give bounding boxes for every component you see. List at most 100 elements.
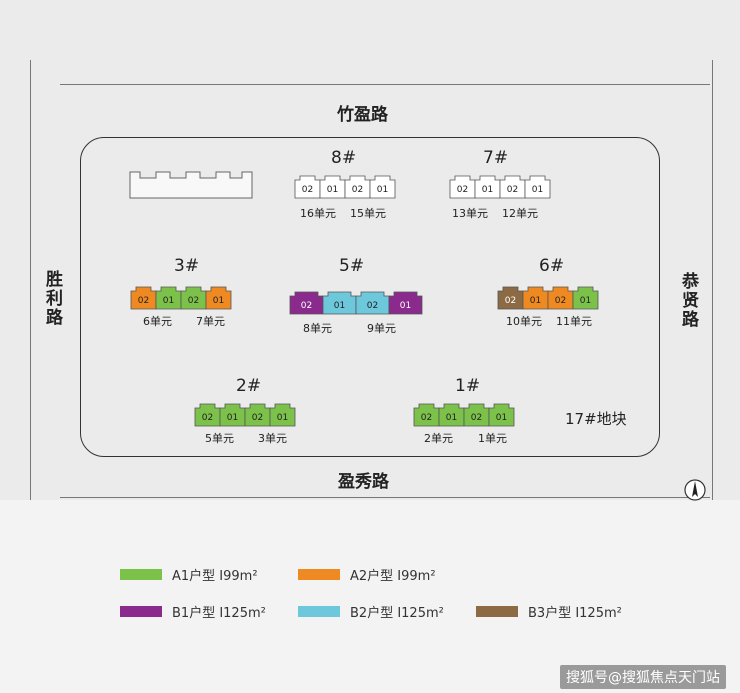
legend-label-b2: B2户型 Ⅰ125m² (350, 606, 444, 621)
building-b6-unit-1: 01 (522, 286, 549, 310)
building-number-b8: 8# (331, 148, 357, 168)
building-b8-unit-1: 01 (319, 175, 346, 199)
building-number-b2: 2# (236, 376, 262, 396)
unit-code: 02 (352, 185, 363, 195)
building-b7-unit-3: 01 (524, 175, 551, 199)
unit-label-b7-0: 13单元 (452, 207, 488, 220)
unit-code: 02 (252, 413, 263, 423)
road-east-label: 恭贤路 (678, 272, 698, 329)
unit-code: 01 (400, 301, 411, 311)
building-b2-unit-1: 01 (219, 403, 246, 427)
legend-swatch-a1 (120, 569, 162, 580)
legend-item-b2: B2户型 Ⅰ125m² (298, 602, 444, 621)
building-b1-unit-2: 02 (463, 403, 490, 427)
plot-label: 17#地块 (565, 410, 627, 428)
unit-code: 01 (334, 301, 345, 311)
unit-code: 02 (301, 301, 312, 311)
building-b6-unit-2: 02 (547, 286, 574, 310)
unit-code: 01 (482, 185, 493, 195)
building-b5-unit-3: 01 (388, 291, 423, 315)
unit-code: 01 (327, 185, 338, 195)
unit-code: 02 (138, 296, 149, 306)
unit-code: 02 (457, 185, 468, 195)
building-b8-unit-2: 02 (344, 175, 371, 199)
unit-label-b2-1: 3单元 (258, 432, 287, 445)
west-road-line (30, 60, 31, 500)
building-number-b5: 5# (339, 256, 365, 276)
building-b6-unit-3: 01 (572, 286, 599, 310)
legend-swatch-b3 (476, 606, 518, 617)
building-b1-unit-0: 02 (413, 403, 440, 427)
building-b3-unit-2: 02 (180, 286, 207, 310)
unit-code: 02 (302, 185, 313, 195)
building-number-b7: 7# (483, 148, 509, 168)
building-b2-unit-2: 02 (244, 403, 271, 427)
unit-code: 02 (505, 296, 516, 306)
unit-label-b8-1: 15单元 (350, 207, 386, 220)
building-number-b3: 3# (174, 256, 200, 276)
unit-label-b1-1: 1单元 (478, 432, 507, 445)
existing-building-outline (129, 171, 253, 199)
building-b1-footprint: 02 01 02 01 (413, 403, 515, 427)
unit-code: 01 (163, 296, 174, 306)
unit-label-b5-1: 9单元 (367, 322, 396, 335)
plot-boundary (80, 137, 660, 457)
building-b2-footprint: 02 01 02 01 (194, 403, 296, 427)
building-b5-unit-0: 02 (289, 291, 324, 315)
north-road-line (60, 84, 710, 85)
building-b5-unit-2: 02 (355, 291, 390, 315)
unit-code: 02 (188, 296, 199, 306)
legend-label-b3: B3户型 Ⅰ125m² (528, 606, 622, 621)
east-road-line (712, 60, 713, 500)
unit-code: 01 (580, 296, 591, 306)
building-b6-unit-0: 02 (497, 286, 524, 310)
building-b8-unit-0: 02 (294, 175, 321, 199)
unit-code: 01 (496, 413, 507, 423)
legend-item-a1: A1户型 Ⅰ99m² (120, 565, 258, 584)
legend-item-b1: B1户型 Ⅰ125m² (120, 602, 266, 621)
building-b1-unit-3: 01 (488, 403, 515, 427)
unit-label-b7-1: 12单元 (502, 207, 538, 220)
building-b1-unit-1: 01 (438, 403, 465, 427)
north-arrow-icon (684, 479, 706, 501)
unit-label-b5-0: 8单元 (303, 322, 332, 335)
watermark: 搜狐号@搜狐焦点天门站 (560, 665, 726, 689)
building-b8-footprint: 02 01 02 01 (294, 175, 396, 199)
unit-code: 01 (446, 413, 457, 423)
unit-code: 02 (421, 413, 432, 423)
building-b3-unit-1: 01 (155, 286, 182, 310)
building-b3-unit-3: 01 (205, 286, 232, 310)
unit-label-b3-1: 7单元 (196, 315, 225, 328)
road-west-label: 胜利路 (42, 270, 62, 327)
road-north-label: 竹盈路 (337, 105, 388, 125)
building-b6-footprint: 02 01 02 01 (497, 286, 599, 310)
unit-label-b6-1: 11单元 (556, 315, 592, 328)
unit-code: 02 (555, 296, 566, 306)
south-road-line (60, 497, 710, 498)
legend-item-a2: A2户型 Ⅰ99m² (298, 565, 436, 584)
legend-label-a2: A2户型 Ⅰ99m² (350, 569, 436, 584)
building-b7-unit-1: 01 (474, 175, 501, 199)
building-b3-footprint: 02 01 02 01 (130, 286, 232, 310)
unit-label-b2-0: 5单元 (205, 432, 234, 445)
unit-code: 01 (227, 413, 238, 423)
unit-code: 01 (377, 185, 388, 195)
unit-label-b6-0: 10单元 (506, 315, 542, 328)
unit-code: 02 (367, 301, 378, 311)
unit-code: 01 (277, 413, 288, 423)
building-b2-unit-0: 02 (194, 403, 221, 427)
unit-code: 01 (530, 296, 541, 306)
legend-swatch-b1 (120, 606, 162, 617)
building-b5-unit-1: 01 (322, 291, 357, 315)
road-south-label: 盈秀路 (338, 472, 389, 492)
unit-code: 01 (213, 296, 224, 306)
legend-swatch-b2 (298, 606, 340, 617)
legend-swatch-a2 (298, 569, 340, 580)
building-b2-unit-3: 01 (269, 403, 296, 427)
legend-label-a1: A1户型 Ⅰ99m² (172, 569, 258, 584)
building-b5-footprint: 02 01 02 01 (289, 291, 423, 315)
legend-label-b1: B1户型 Ⅰ125m² (172, 606, 266, 621)
building-number-b6: 6# (539, 256, 565, 276)
